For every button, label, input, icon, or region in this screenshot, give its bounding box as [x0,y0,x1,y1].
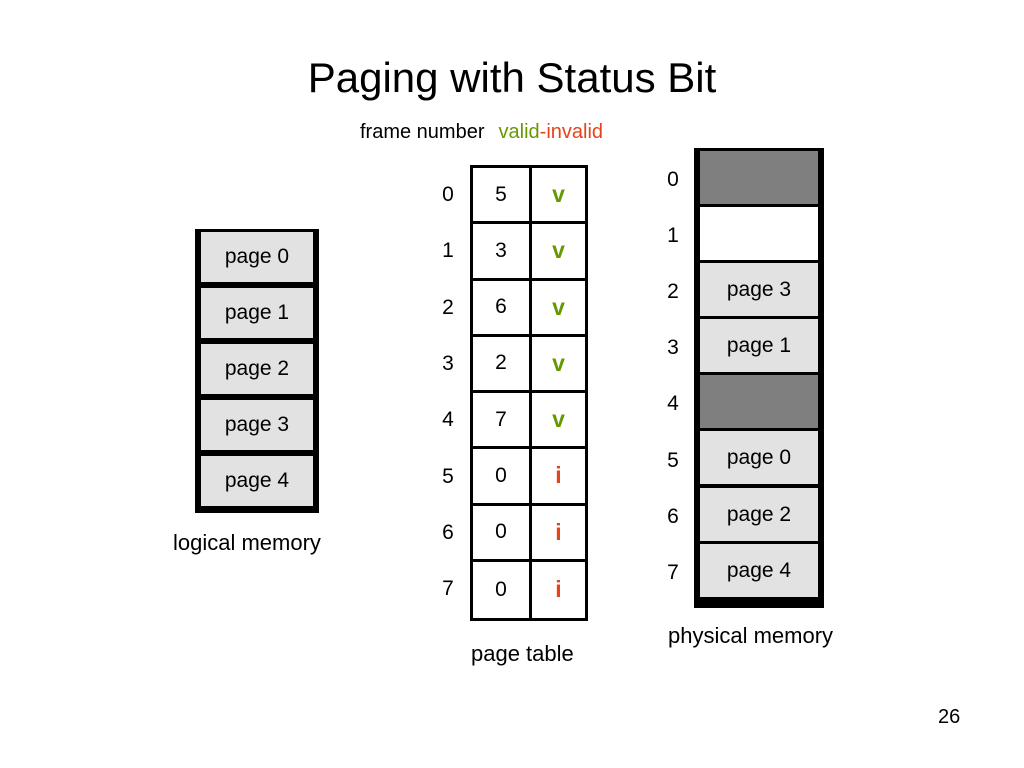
page-table-row: 0 i [473,449,585,506]
slide-number: 26 [938,706,961,728]
invalid-bit-cell: i [529,561,585,618]
physical-frame: page 3 [700,263,818,316]
physical-frame: page 4 [700,544,818,597]
page-table-row: 6 v [473,280,585,337]
page-table-row: 0 i [473,505,585,562]
page-table-row: 2 v [473,336,585,393]
physical-frame [700,151,818,204]
physical-frame: page 2 [700,488,818,541]
logical-page: page 4 [201,456,313,506]
frame-number-cell: 2 [495,351,507,375]
page-table-index: 6 [442,521,454,544]
frame-number-cell: 3 [495,238,507,262]
page-table-index: 1 [442,239,454,262]
slide-title: Paging with Status Bit [307,54,717,101]
frame-number-cell: 0 [495,520,507,544]
valid-label: valid [498,121,540,143]
physical-frame-index: 7 [667,561,679,584]
physical-frame-index: 0 [667,168,679,191]
physical-frame: page 1 [700,319,818,372]
physical-frame [700,375,818,428]
frame-number-cell: 0 [495,577,507,601]
logical-memory-block: page 0 page 1 page 2 page 3 page 4 [195,229,319,513]
invalid-label: invalid [546,121,604,143]
logical-page: page 2 [201,344,313,394]
valid-bit-cell: v [529,168,585,222]
page-table-index: 3 [442,352,454,375]
invalid-bit-cell: i [529,505,585,559]
separator-label: - [539,121,547,143]
physical-frame [700,207,818,260]
logical-page: page 1 [201,288,313,338]
physical-frame: page 0 [700,431,818,484]
page-table-index: 2 [442,296,454,319]
page-table-index: 4 [442,408,454,431]
valid-bit-cell: v [529,280,585,334]
page-table-index: 7 [442,577,454,600]
physical-frame-index: 2 [667,280,679,303]
page-table-row: 7 v [473,393,585,450]
physical-memory-caption: physical memory [668,623,834,648]
frame-number-label: frame number [360,121,485,143]
valid-bit-cell: v [529,393,585,447]
logical-page: page 0 [201,232,313,282]
page-table-row: 0 i [473,561,585,618]
logical-memory-caption: logical memory [173,530,321,555]
valid-bit-cell: v [529,224,585,278]
valid-bit-cell: v [529,336,585,390]
frame-number-cell: 0 [495,463,507,487]
physical-frame-index: 3 [667,336,679,359]
page-table-index: 0 [442,183,454,206]
physical-frame-index: 4 [667,392,679,415]
page-table-index: 5 [442,465,454,488]
physical-memory-block: page 3 page 1 page 0 page 2 page 4 [694,148,824,608]
logical-page: page 3 [201,400,313,450]
physical-frame-index: 1 [667,224,679,247]
page-table-row: 3 v [473,224,585,281]
frame-number-cell: 5 [495,182,507,206]
invalid-bit-cell: i [529,449,585,503]
page-table-row: 5 v [473,168,585,225]
page-table: 5 v 3 v 6 v 2 v 7 v 0 i 0 i 0 i [470,165,588,621]
frame-number-cell: 6 [495,295,507,319]
physical-frame-index: 5 [667,449,679,472]
physical-frame-index: 6 [667,505,679,528]
page-table-caption: page table [471,641,574,666]
page-table-column-headers: frame number valid-invalid [360,119,603,145]
frame-number-cell: 7 [495,407,507,431]
